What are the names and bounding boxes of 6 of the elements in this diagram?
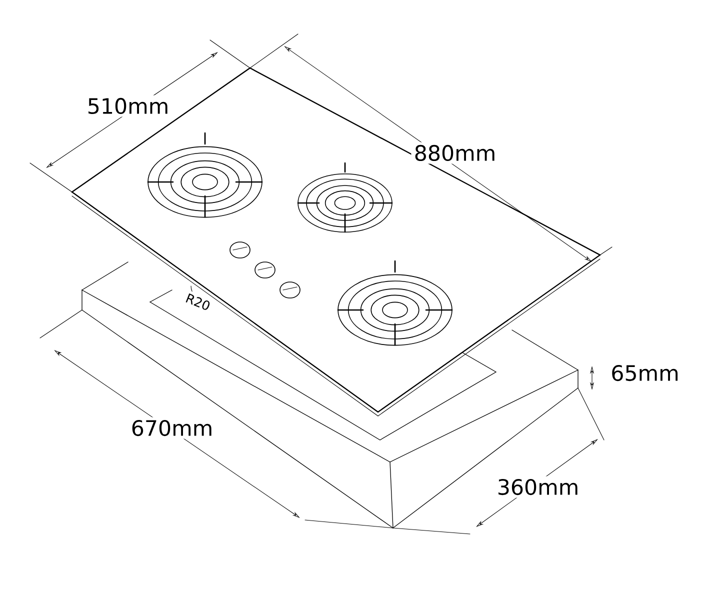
dimension-label: 670mm <box>128 417 216 439</box>
dimension-label: 65mm <box>608 362 682 384</box>
dimension-label: 360mm <box>494 476 582 498</box>
dimension-label: 880mm <box>411 142 499 164</box>
dimension-label: R20 <box>181 289 215 315</box>
dimension-label: 510mm <box>84 95 172 117</box>
